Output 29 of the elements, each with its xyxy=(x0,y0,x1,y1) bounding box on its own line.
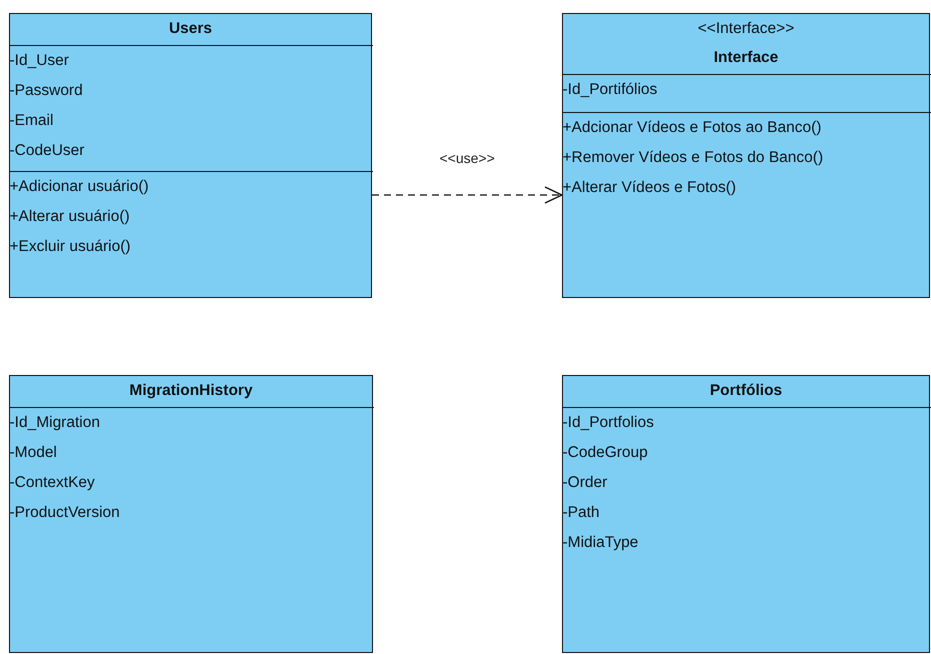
class-box xyxy=(562,13,930,298)
class-box xyxy=(9,13,372,298)
dependency-arrow xyxy=(372,186,563,204)
member-text: +Alterar usuário() xyxy=(10,207,130,227)
member-text: -Order xyxy=(562,473,608,493)
member-text: -Id_Portfolios xyxy=(562,413,654,433)
member-text: +Adcionar Vídeos e Fotos ao Banco() xyxy=(562,118,822,138)
member-text: +Alterar Vídeos e Fotos() xyxy=(562,178,736,198)
member-text: -CodeUser xyxy=(10,141,84,161)
member-text: +Adicionar usuário() xyxy=(10,177,149,197)
member-text: -ContextKey xyxy=(10,473,95,493)
member-text: +Excluir usuário() xyxy=(10,237,131,257)
member-text: -Password xyxy=(10,81,83,101)
edge-label: <<use>> xyxy=(440,150,495,166)
member-text: -Id_Portifólios xyxy=(562,80,658,100)
member-text: -Id_User xyxy=(10,51,69,71)
class-name: Users xyxy=(168,19,212,39)
stereotype-label: <<Interface>> xyxy=(698,19,794,39)
member-text: -Path xyxy=(562,503,600,523)
class-name: MigrationHistory xyxy=(129,381,253,401)
member-text: -MidiaType xyxy=(562,533,638,553)
class-name: Portfólios xyxy=(710,381,782,401)
member-text: -CodeGroup xyxy=(562,443,648,463)
member-text: -ProductVersion xyxy=(10,503,120,523)
member-text: -Id_Migration xyxy=(10,413,100,433)
member-text: +Remover Vídeos e Fotos do Banco() xyxy=(562,148,824,168)
class-name: Interface xyxy=(714,48,778,68)
member-text: -Email xyxy=(10,111,54,131)
member-text: -Model xyxy=(10,443,57,463)
